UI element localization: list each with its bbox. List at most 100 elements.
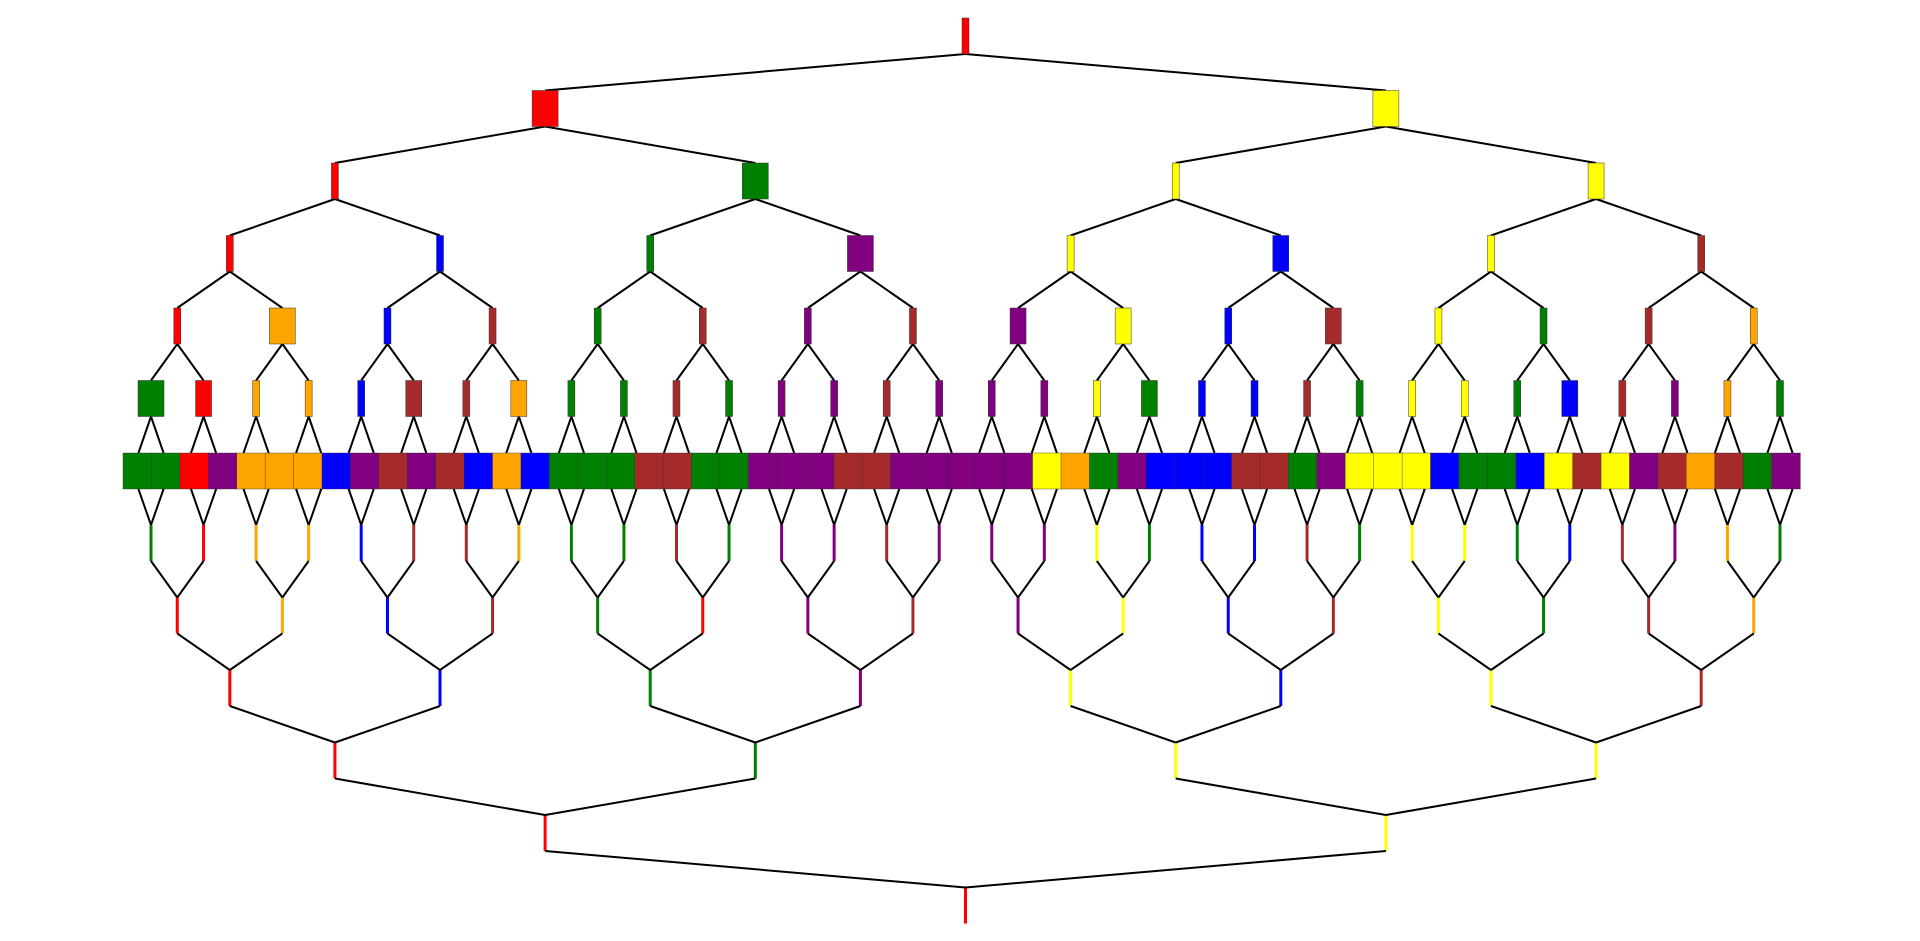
tree-node-red bbox=[195, 380, 212, 417]
tree-node-purple bbox=[777, 380, 786, 417]
tree-node-blue bbox=[436, 235, 444, 272]
tree-node-brown bbox=[672, 380, 681, 417]
tree-node-brown bbox=[699, 307, 707, 345]
tree-node-blue bbox=[383, 307, 392, 345]
tree-edge bbox=[728, 416, 743, 454]
tree-edge bbox=[1096, 560, 1124, 599]
tree-edge bbox=[334, 705, 441, 744]
tree-node-yellow bbox=[1408, 380, 1416, 417]
tree-node-red bbox=[226, 235, 234, 272]
tree-node-green bbox=[1776, 380, 1784, 417]
tree-edge bbox=[1293, 488, 1309, 526]
tree-node-brown bbox=[1303, 380, 1311, 417]
tree-edge bbox=[1437, 632, 1492, 671]
leaf-purple bbox=[1316, 452, 1346, 490]
tree-edge bbox=[1293, 416, 1309, 454]
tree-edge bbox=[1451, 488, 1466, 526]
tree-edge bbox=[754, 705, 861, 744]
leaf-orange bbox=[264, 452, 295, 490]
leaf-green bbox=[606, 452, 636, 490]
tree-node-green bbox=[646, 235, 654, 272]
tree-edge bbox=[150, 416, 165, 454]
tree-edge bbox=[780, 488, 796, 526]
tree-edge bbox=[1096, 343, 1124, 382]
tree-node-blue bbox=[1198, 380, 1206, 417]
tree-edge bbox=[938, 416, 953, 454]
tree-edge bbox=[1017, 560, 1046, 599]
tree-edge bbox=[833, 488, 848, 526]
tree-edge bbox=[1661, 416, 1676, 454]
tree-edge bbox=[334, 198, 441, 237]
tree-edge bbox=[137, 416, 152, 454]
tree-edge bbox=[400, 416, 415, 454]
tree-edge bbox=[386, 343, 415, 382]
tree-node-green bbox=[567, 380, 576, 417]
leaf-yellow bbox=[1401, 452, 1432, 490]
tree-edge bbox=[1280, 270, 1334, 309]
tree-edge bbox=[1437, 560, 1466, 599]
tree-edge bbox=[715, 416, 730, 454]
tree-edge bbox=[1713, 488, 1729, 526]
tree-edge bbox=[1556, 488, 1571, 526]
tree-edge bbox=[1201, 560, 1230, 599]
tree-edge bbox=[1227, 560, 1256, 599]
tree-edge bbox=[242, 416, 258, 454]
tree-node-brown bbox=[405, 380, 422, 417]
tree-node-green bbox=[1513, 380, 1522, 417]
leaf-yellow bbox=[1345, 452, 1375, 490]
tree-edge bbox=[1503, 416, 1519, 454]
tree-node-brown bbox=[462, 380, 471, 417]
tree-edge bbox=[807, 343, 835, 382]
tree-edge bbox=[1188, 416, 1203, 454]
tree-edge bbox=[1148, 416, 1163, 454]
tree-edge bbox=[1253, 488, 1269, 526]
tree-edge bbox=[255, 488, 270, 526]
tree-edge bbox=[1030, 488, 1046, 526]
tree-node-purple bbox=[988, 380, 996, 417]
tree-node-red bbox=[961, 17, 970, 55]
leaf-green bbox=[549, 452, 579, 490]
tree-edge bbox=[570, 416, 585, 454]
leaf-blue bbox=[463, 452, 494, 490]
tree-edge bbox=[649, 705, 756, 744]
tree-edge bbox=[1490, 705, 1597, 744]
tree-node-green bbox=[593, 307, 602, 345]
tree-edge bbox=[1542, 560, 1571, 599]
tree-edge bbox=[1240, 416, 1256, 454]
tree-edge bbox=[1017, 343, 1046, 382]
leaf-purple bbox=[1117, 452, 1147, 490]
tree-edge bbox=[229, 632, 283, 671]
leaf-purple bbox=[748, 452, 778, 490]
tree-edge bbox=[1148, 488, 1163, 526]
tree-edge bbox=[452, 488, 468, 526]
tree-edge bbox=[1043, 488, 1058, 526]
leaf-blue bbox=[1430, 452, 1460, 490]
tree-node-brown bbox=[1325, 307, 1342, 345]
leaf-green bbox=[122, 452, 153, 490]
leaf-brown bbox=[1657, 452, 1687, 490]
tree-edge bbox=[150, 343, 179, 382]
leaf-brown bbox=[1572, 452, 1602, 490]
leaf-blue bbox=[520, 452, 550, 490]
leaf-yellow bbox=[1543, 452, 1574, 490]
tree-edge bbox=[202, 416, 218, 454]
tree-edge bbox=[465, 560, 494, 599]
leaf-orange bbox=[1686, 452, 1716, 490]
tree-edge bbox=[347, 488, 363, 526]
tree-edge bbox=[307, 416, 323, 454]
tree-edge bbox=[1647, 560, 1676, 599]
tree-edge bbox=[517, 488, 533, 526]
leaf-brown bbox=[662, 452, 693, 490]
tree-edge bbox=[1398, 488, 1414, 526]
tree-edge bbox=[400, 488, 415, 526]
tree-edge bbox=[1175, 705, 1282, 744]
tree-edge bbox=[242, 488, 258, 526]
tree-edge bbox=[596, 343, 625, 382]
tree-edge bbox=[1017, 632, 1072, 671]
tree-node-green bbox=[1141, 380, 1158, 417]
tree-edge bbox=[1437, 343, 1466, 382]
tree-node-purple bbox=[830, 380, 838, 417]
tree-edge bbox=[439, 632, 494, 671]
leaf-purple bbox=[804, 452, 835, 490]
tree-edge bbox=[1346, 488, 1361, 526]
